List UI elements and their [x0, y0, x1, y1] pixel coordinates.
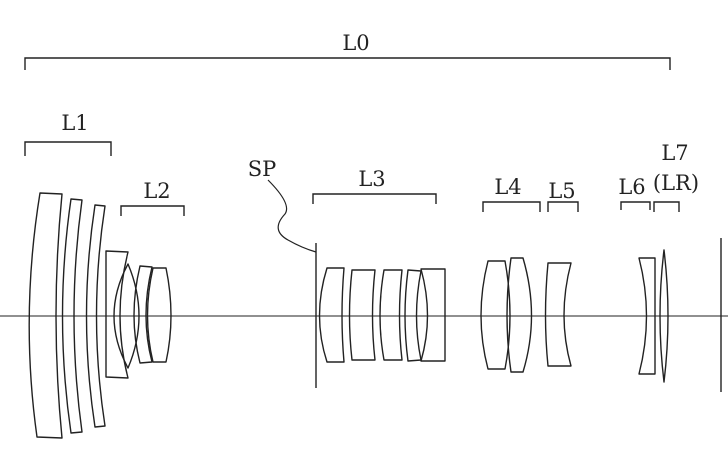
label-l2: L2	[143, 179, 170, 203]
lens-l2-element-3	[133, 265, 153, 364]
lens-l2-element-1	[105, 250, 129, 379]
bracket-l1	[24, 141, 112, 156]
lens-l3-element-1	[318, 267, 345, 363]
bracket-l7	[653, 201, 680, 212]
label-l3: L3	[358, 167, 385, 191]
lens-l1-element-1	[28, 192, 63, 439]
lens-l7-element	[659, 249, 669, 383]
bracket-l3	[312, 193, 437, 204]
lens-l1-element-3	[85, 204, 106, 428]
lens-l5-element	[544, 262, 572, 367]
lens-group-l4	[480, 257, 533, 373]
lens-group-l2	[105, 250, 172, 379]
label-l5: L5	[548, 179, 575, 203]
bracket-l6	[620, 201, 651, 210]
sp-leader-line	[267, 179, 317, 253]
bracket-l4	[482, 201, 541, 212]
label-l6: L6	[618, 175, 645, 199]
lens-group-l1	[28, 192, 106, 439]
label-l1: L1	[61, 111, 88, 135]
bracket-l0	[24, 57, 671, 70]
label-l4: L4	[494, 175, 521, 199]
lens-l4-element-1	[480, 260, 511, 370]
label-lr: (LR)	[653, 171, 699, 195]
lens-l2-element-4	[146, 267, 172, 363]
lens-l4-element-2	[506, 257, 533, 373]
lens-l6-element	[638, 257, 656, 375]
lens-l1-element-2	[61, 198, 83, 434]
lens-l3-element-3	[379, 269, 403, 361]
lens-group-l3	[318, 267, 446, 363]
lens-l3-element-2	[348, 269, 376, 361]
label-l7: L7	[661, 141, 688, 165]
bracket-l5	[547, 201, 579, 212]
lens-l2-element-2	[113, 263, 140, 369]
label-sp: SP	[248, 157, 277, 181]
lens-l3-element-5	[420, 268, 446, 362]
bracket-l2	[120, 205, 185, 216]
label-l0: L0	[342, 31, 369, 55]
